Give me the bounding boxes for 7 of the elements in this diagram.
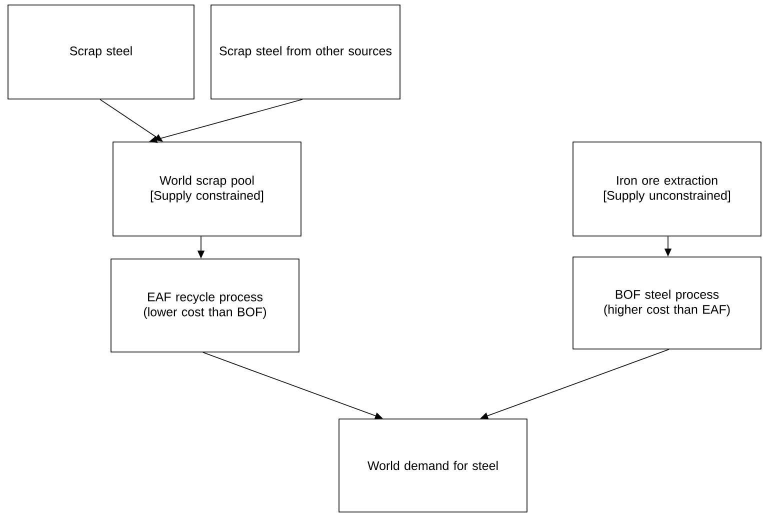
process-box: BOF steel process (higher cost than EAF)	[572, 256, 762, 350]
process-box: Scrap steel	[8, 4, 194, 100]
process-box: Scrap steel from other sources	[210, 4, 400, 100]
process-box: World demand for steel	[338, 418, 528, 512]
process-box: World scrap pool [Supply constrained]	[112, 142, 302, 236]
process-box: EAF recycle process (lower cost than BOF)	[110, 258, 300, 352]
process-box: Iron ore extraction [Supply unconstrained]	[572, 142, 762, 236]
